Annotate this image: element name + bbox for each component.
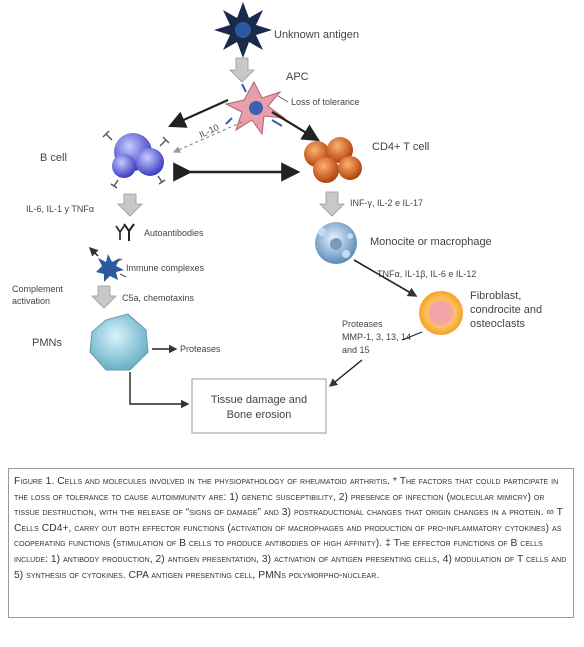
fibroblast-icon bbox=[419, 291, 463, 335]
fibroblast-label-3: osteoclasts bbox=[470, 318, 526, 330]
unknown-antigen-label: Unknown antigen bbox=[274, 29, 359, 41]
figure-caption: Figure 1. Cells and molecules involved i… bbox=[14, 476, 567, 581]
monocyte-cytokines-label: TNFα, IL-1β, IL-6 e IL-12 bbox=[377, 269, 476, 279]
arrow-monocyte-fibroblast bbox=[353, 259, 418, 297]
cd4-t-cell-label: CD4+ T cell bbox=[372, 141, 429, 153]
mmp-label-2: MMP-1, 3, 13, 14 bbox=[342, 332, 411, 342]
tissue-damage-box bbox=[191, 378, 327, 434]
fibroblast-label-1: Fibroblast, bbox=[470, 290, 521, 302]
apc-label: APC bbox=[286, 71, 309, 83]
c5a-label: C5a, chemotaxins bbox=[122, 293, 195, 303]
pmns-label: PMNs bbox=[32, 337, 62, 349]
arrow-mmp-tissue bbox=[328, 359, 363, 387]
immune-complex-icon bbox=[96, 254, 127, 282]
loss-of-tolerance-label: Loss of tolerance bbox=[291, 97, 360, 107]
fibroblast-mmp-pointer bbox=[401, 331, 423, 341]
pmn-icon bbox=[89, 313, 149, 371]
diagram-canvas: Unknown antigen APC Loss of tolerance IL… bbox=[12, 2, 542, 434]
arrow-tcell-down bbox=[319, 191, 345, 217]
arrow-apc-bcell bbox=[167, 98, 229, 128]
pmn-proteases-label: Proteases bbox=[180, 344, 221, 354]
t-cytokines-label: INF-γ, IL-2 e IL-17 bbox=[350, 198, 423, 208]
loss-of-tolerance-pointer bbox=[277, 95, 289, 103]
antibody-icon bbox=[115, 223, 135, 241]
monocyte-icon bbox=[315, 222, 357, 264]
b-cell-label: B cell bbox=[40, 152, 67, 164]
t-cell-icon bbox=[304, 137, 362, 183]
mmp-label-3: and 15 bbox=[342, 345, 370, 355]
b-cytokines-label: IL-6, IL-1 y TNFα bbox=[26, 204, 94, 214]
b-cell-icon bbox=[102, 130, 170, 189]
apc-icon bbox=[224, 80, 286, 136]
arrow-complement-down bbox=[91, 285, 117, 309]
tissue-damage-label-2: Bone erosion bbox=[227, 409, 292, 421]
arrow-to-immune-complex bbox=[88, 246, 99, 257]
arrow-il10 bbox=[172, 121, 243, 153]
mmp-label-1: Proteases bbox=[342, 319, 383, 329]
arrow-apc-tcell bbox=[271, 111, 320, 142]
tissue-damage-label-1: Tissue damage and bbox=[211, 394, 307, 406]
antigen-icon bbox=[214, 2, 272, 58]
monocyte-label: Monocite or macrophage bbox=[370, 236, 492, 248]
complement-label-1: Complement bbox=[12, 284, 64, 294]
immune-complexes-label: Immune complexes bbox=[126, 263, 205, 273]
arrow-antigen-apc bbox=[229, 57, 255, 83]
caption-frame bbox=[8, 468, 574, 618]
arrow-pmn-tissue bbox=[129, 372, 190, 409]
complement-label-2: activation bbox=[12, 296, 50, 306]
autoantibodies-label: Autoantibodies bbox=[144, 228, 204, 238]
arrow-bcell-down bbox=[117, 193, 143, 217]
fibroblast-label-2: condrocite and bbox=[470, 304, 542, 316]
